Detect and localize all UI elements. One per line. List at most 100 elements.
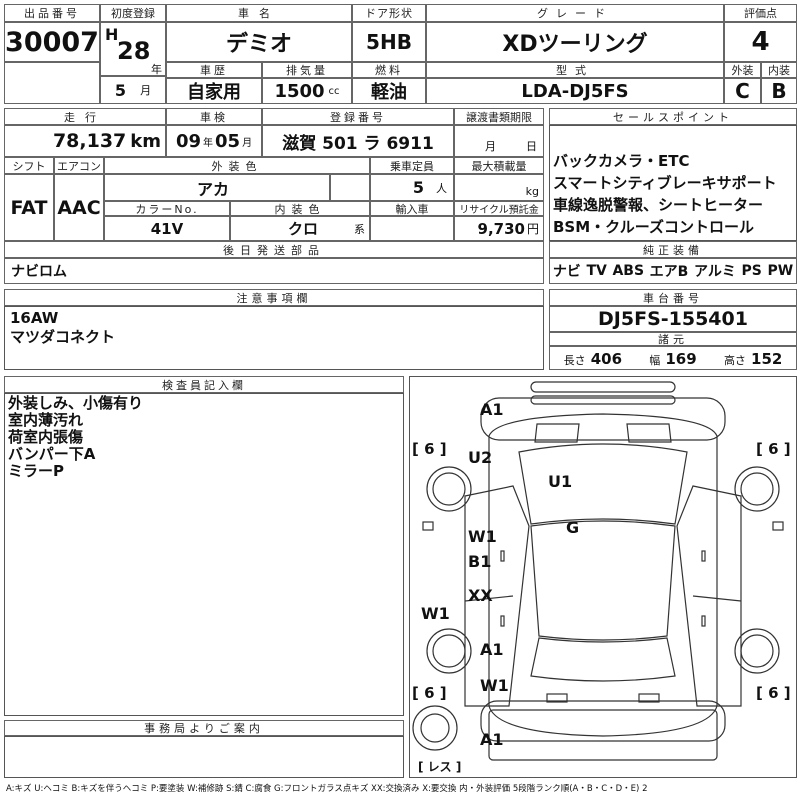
- damage-g: G: [566, 518, 580, 537]
- chassis-label: 車台番号: [549, 289, 797, 306]
- tire-front-right: [ 6 ]: [756, 440, 791, 458]
- import-label: 輸入車: [370, 201, 454, 216]
- later-label: 後日発送部品: [4, 241, 544, 258]
- inspector-item: 荷室内張傷: [8, 428, 84, 446]
- tire-rear-right: [ 6 ]: [756, 684, 791, 702]
- width-value: 169: [665, 349, 697, 368]
- spec-label: 諸元: [549, 332, 797, 346]
- fuel-value: 軽油: [352, 78, 426, 104]
- inspector-label: 検査員記入欄: [4, 376, 404, 393]
- ac-value: AAC: [54, 174, 104, 241]
- spec-width: 幅 169: [649, 349, 696, 368]
- car-diagram: [412, 381, 784, 761]
- name-label: 車名: [166, 4, 352, 22]
- office-box: [4, 736, 404, 778]
- notes-item: 16AW: [10, 309, 59, 327]
- shift-value: FAT: [4, 174, 54, 241]
- int-color-name: クロ: [287, 220, 318, 238]
- fuel-label: 燃料: [352, 62, 426, 78]
- sales-box: [549, 125, 797, 241]
- sales-item: バックカメラ・ETC: [553, 152, 690, 170]
- inspector-box: [4, 393, 404, 716]
- equipment-label: 純正装備: [549, 241, 797, 258]
- tire-front-left: [ 6 ]: [412, 440, 447, 458]
- mileage-value: 78,137 km: [4, 125, 166, 157]
- ext-color-label: 外装色: [104, 157, 370, 174]
- capacity-unit: 人: [436, 181, 447, 195]
- plate-label: 登録番号: [262, 108, 454, 125]
- first-reg-month: 5 月: [100, 76, 166, 104]
- year-unit: 年: [151, 63, 162, 76]
- legend: A:キズ U:ヘコミ B:キズを伴うヘコミ P:要塗装 W:補修跡 S:錆 C:…: [6, 784, 648, 794]
- inspection-value: 09 年 05 月: [166, 125, 262, 157]
- grade-label: グレード: [426, 4, 724, 22]
- sales-item: BSM・クルーズコントロール: [553, 218, 754, 236]
- insp-year-unit: 年: [203, 137, 213, 149]
- ext-color-extra: [330, 174, 370, 201]
- equip-item: エアB: [649, 264, 689, 280]
- month-unit: 月: [140, 84, 152, 97]
- grade-value: XDツーリング: [426, 22, 724, 62]
- equip-item: TV: [586, 263, 607, 279]
- first-reg-label: 初度登録: [100, 4, 166, 22]
- import-value: [370, 216, 454, 241]
- equip-item: PW: [767, 263, 794, 279]
- int-grade-label: 内装: [761, 62, 797, 78]
- transfer-value: 月 日: [454, 125, 544, 157]
- damage-u2: U2: [468, 448, 493, 467]
- history-value: 自家用: [166, 78, 262, 104]
- lot-blank: [4, 62, 100, 104]
- color-no-value: 41V: [104, 216, 230, 241]
- damage-w1-rear: W1: [480, 676, 509, 695]
- notes-label: 注意事項欄: [4, 289, 544, 306]
- model-value: LDA-DJ5FS: [426, 78, 724, 104]
- ac-label: エアコン: [54, 157, 104, 174]
- width-label: 幅: [649, 353, 661, 367]
- damage-a1-rear: A1: [480, 640, 504, 659]
- height-label: 高さ: [723, 353, 746, 367]
- transfer-day: 日: [526, 140, 537, 153]
- max-load-label: 最大積載量: [454, 157, 544, 174]
- model-label: 型式: [426, 62, 724, 78]
- inspector-item: 室内薄汚れ: [8, 411, 84, 429]
- spec-height: 高さ 152: [724, 349, 782, 368]
- capacity-label: 乗車定員: [370, 157, 454, 174]
- spec-length: 長さ 406: [564, 349, 622, 368]
- door-value: 5HB: [352, 22, 426, 62]
- inspection-label: 車検: [166, 108, 262, 125]
- ext-grade-label: 外装: [724, 62, 761, 78]
- recycle-unit: 円: [526, 222, 539, 236]
- lot-number: 30007: [4, 22, 100, 62]
- car-name: デミオ: [166, 22, 352, 62]
- shift-label: シフト: [4, 157, 54, 174]
- damage-b1: B1: [468, 552, 492, 571]
- recycle-number: 9,730: [477, 219, 525, 238]
- year: 28: [117, 37, 151, 65]
- history-label: 車歴: [166, 62, 262, 78]
- sales-label: セールスポイント: [549, 108, 797, 125]
- mileage-number: 78,137: [52, 130, 127, 152]
- insp-month-unit: 月: [242, 137, 253, 149]
- month: 5: [114, 80, 127, 100]
- era: H: [105, 25, 119, 44]
- recycle-label: リサイクル預託金: [454, 201, 544, 216]
- length-value: 406: [590, 349, 623, 368]
- damage-a1-bumper: A1: [480, 730, 504, 749]
- recycle-value: 9,730 円: [454, 216, 544, 241]
- diagram-box: [409, 376, 797, 778]
- spare-tire: [ レス ]: [418, 760, 462, 774]
- displacement-unit: cc: [328, 85, 340, 97]
- displacement-label: 排気量: [262, 62, 352, 78]
- int-color-unit: 系: [354, 222, 365, 236]
- max-load-value: kg: [454, 174, 544, 201]
- mileage-unit: km: [130, 130, 161, 152]
- ext-color-value: アカ: [104, 174, 330, 201]
- insp-year: 09: [175, 130, 201, 152]
- color-no-label: カラーNo.: [104, 201, 230, 216]
- damage-xx: XX: [468, 586, 493, 605]
- equip-item: アルミ: [693, 264, 736, 280]
- spec-row: 長さ 406 幅 169 高さ 152: [549, 346, 797, 370]
- equip-item: ナビ: [552, 264, 581, 280]
- length-label: 長さ: [563, 353, 586, 367]
- door-label: ドア形状: [352, 4, 426, 22]
